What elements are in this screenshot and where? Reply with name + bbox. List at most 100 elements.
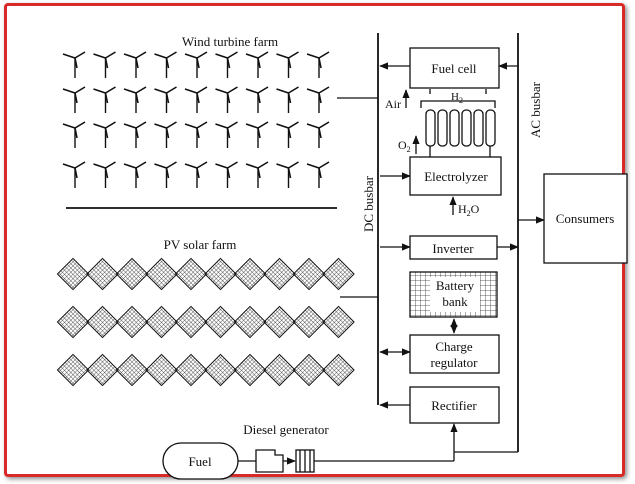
wind-turbine-icon bbox=[153, 161, 178, 189]
wind-turbine-icon bbox=[306, 86, 330, 114]
engine-block bbox=[255, 449, 284, 473]
wind-turbine-icon bbox=[275, 161, 300, 189]
pv-panel-icon bbox=[174, 305, 208, 339]
wind-turbine-icon bbox=[153, 86, 178, 114]
pv-farm-label: PV solar farm bbox=[164, 237, 237, 252]
battery-label-line1: Battery bbox=[436, 278, 475, 293]
wind-turbine-icon bbox=[62, 86, 86, 114]
wind-turbine-icon bbox=[275, 121, 300, 149]
pv-panel-icon bbox=[204, 305, 237, 339]
wind-turbine-icon bbox=[184, 51, 208, 79]
wind-turbine-icon bbox=[62, 51, 86, 79]
wind-turbine-icon bbox=[123, 121, 147, 149]
wind-turbine-icon bbox=[92, 86, 117, 114]
rectifier-label: Rectifier bbox=[431, 398, 477, 413]
pv-panel-icon bbox=[56, 353, 90, 387]
pv-panel-icon bbox=[292, 353, 326, 387]
wind-turbine-icon bbox=[92, 161, 117, 189]
wind-turbine-icon bbox=[245, 86, 269, 114]
fuel-label: Fuel bbox=[188, 454, 212, 469]
wind-turbine-icon bbox=[184, 86, 208, 114]
electrolyzer-label: Electrolyzer bbox=[424, 169, 488, 184]
pv-solar-farm: PV solar farm bbox=[56, 237, 355, 387]
rectifier-box bbox=[409, 386, 500, 424]
wind-turbine-icon bbox=[245, 51, 269, 79]
wind-turbine-icon bbox=[306, 161, 330, 189]
charge-regulator-line2: regulator bbox=[431, 355, 479, 370]
wind-turbine-icon bbox=[184, 161, 208, 189]
wind-farm-label: Wind turbine farm bbox=[182, 34, 278, 49]
h2o-label: H2O bbox=[458, 202, 480, 218]
pv-panel-icon bbox=[56, 305, 90, 339]
wind-turbine-icon bbox=[306, 121, 330, 149]
wind-turbine-icon bbox=[184, 121, 208, 149]
wind-turbine-icon bbox=[214, 51, 239, 79]
h2-label: H2 bbox=[451, 91, 463, 105]
pv-panel-icon bbox=[115, 305, 149, 339]
h2-feed-loop bbox=[420, 100, 496, 108]
battery-label-line2: bank bbox=[442, 294, 468, 309]
pv-panel-icon bbox=[145, 257, 178, 291]
air-label: Air bbox=[385, 97, 401, 111]
pv-panel-array bbox=[56, 257, 355, 387]
wind-turbine-icon bbox=[62, 121, 86, 149]
wind-turbine-icon bbox=[214, 86, 239, 114]
wind-turbine-icon bbox=[62, 161, 86, 189]
pv-panel-icon bbox=[204, 353, 237, 387]
pv-panel-icon bbox=[145, 353, 178, 387]
wind-turbine-icon bbox=[123, 161, 147, 189]
pv-panel-icon bbox=[322, 257, 355, 291]
wind-turbine-icon bbox=[245, 161, 269, 189]
pv-panel-icon bbox=[233, 257, 267, 291]
pv-panel-icon bbox=[86, 305, 119, 339]
o2-label: O2 bbox=[398, 138, 411, 154]
inverter-label: Inverter bbox=[432, 241, 474, 256]
fuel-cell-box bbox=[409, 47, 500, 89]
diesel-generator-label: Diesel generator bbox=[243, 422, 329, 437]
wind-turbine-icon bbox=[214, 121, 239, 149]
fuel-cell-label: Fuel cell bbox=[431, 61, 477, 76]
wind-turbine-icon bbox=[214, 161, 239, 189]
pv-panel-icon bbox=[174, 257, 208, 291]
wind-turbine-icon bbox=[275, 86, 300, 114]
pv-panel-icon bbox=[233, 353, 267, 387]
pv-panel-icon bbox=[292, 257, 326, 291]
pv-panel-icon bbox=[204, 257, 237, 291]
figure-frame bbox=[4, 3, 625, 477]
charge-regulator-box bbox=[409, 334, 500, 374]
pv-panel-icon bbox=[174, 353, 208, 387]
wind-turbine-farm: Wind turbine farm bbox=[62, 34, 337, 209]
pv-panel-icon bbox=[322, 305, 355, 339]
wind-turbine-icon bbox=[123, 86, 147, 114]
dc-busbar-label: DC busbar bbox=[361, 175, 376, 232]
pv-panel-icon bbox=[263, 353, 296, 387]
charge-regulator-line1: Charge bbox=[435, 339, 473, 354]
wind-turbine-icon bbox=[275, 51, 300, 79]
pv-panel-icon bbox=[263, 257, 296, 291]
pv-panel-icon bbox=[56, 257, 90, 291]
pv-panel-icon bbox=[115, 257, 149, 291]
wind-turbine-icon bbox=[92, 121, 117, 149]
wind-turbine-icon bbox=[92, 51, 117, 79]
electrolyzer-pipes bbox=[429, 146, 491, 157]
wind-turbine-icon bbox=[153, 121, 178, 149]
consumers-label: Consumers bbox=[556, 211, 615, 226]
pv-panel-icon bbox=[115, 353, 149, 387]
wind-turbine-icon bbox=[123, 51, 147, 79]
generator-windings bbox=[299, 450, 311, 472]
pv-panel-icon bbox=[86, 353, 119, 387]
pv-panel-icon bbox=[86, 257, 119, 291]
wind-turbine-icon bbox=[306, 51, 330, 79]
h2-return-pipes bbox=[429, 89, 487, 94]
pv-panel-icon bbox=[292, 305, 326, 339]
consumers-box bbox=[543, 173, 628, 264]
pv-panel-icon bbox=[263, 305, 296, 339]
wind-turbine-icon bbox=[245, 121, 269, 149]
electrolyzer-box bbox=[409, 156, 502, 196]
pv-panel-icon bbox=[233, 305, 267, 339]
wind-turbine-icon bbox=[153, 51, 178, 79]
pv-panel-icon bbox=[145, 305, 178, 339]
battery-label-backdrop bbox=[430, 277, 480, 312]
